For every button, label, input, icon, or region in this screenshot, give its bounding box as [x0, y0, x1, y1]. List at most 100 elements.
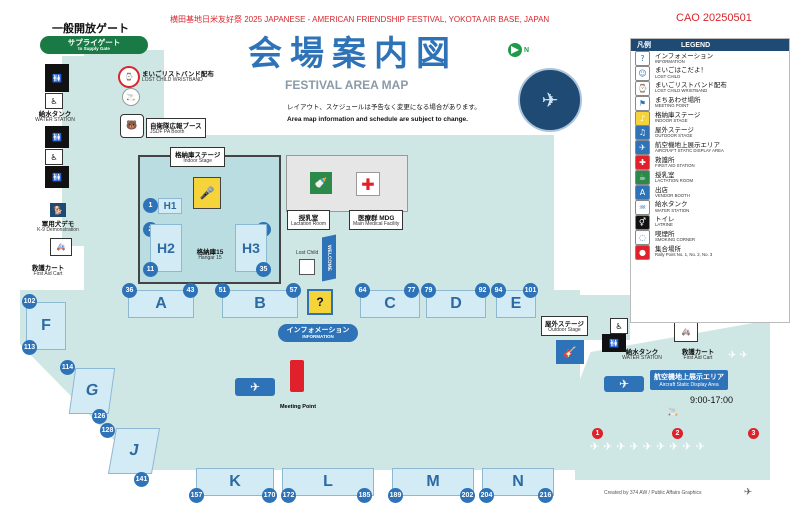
hangar-label-jp: 格納庫15: [196, 249, 224, 256]
legend-item-en: OUTDOOR STAGE: [655, 133, 693, 139]
info-icon: ?: [635, 50, 650, 66]
legend-item-en: WATER STATION: [655, 207, 690, 213]
legend-item-jp: トイレ: [655, 216, 675, 224]
north-arrow: N: [508, 42, 538, 58]
outdoor-stage-callout: 屋外ステージ Outdoor Stage: [541, 316, 588, 336]
legend-item-jp: 屋外ステージ: [655, 126, 694, 134]
booth-number: 51: [215, 283, 230, 298]
booth-number: 172: [281, 488, 296, 503]
page-title: 会場案内図: [248, 34, 458, 74]
aircraft-icon: ✈: [743, 486, 753, 498]
public-gate-label: 一般開放ゲート: [52, 22, 129, 35]
aircraft-icon: ✈✈✈✈✈✈✈✈✈: [590, 440, 709, 453]
booth-number: 216: [538, 488, 553, 503]
legend-item-jp: 授乳室: [655, 171, 675, 179]
first-aid-icon: ✚: [635, 155, 650, 171]
rally-point-2: 2: [672, 428, 683, 439]
booth-number: 11: [143, 262, 158, 277]
info-icon[interactable]: ?: [307, 289, 333, 315]
k9-demo-jp: 軍用犬デモ: [41, 221, 75, 228]
zone-a[interactable]: A: [128, 290, 194, 318]
lactation-icon: 🍼: [310, 172, 332, 194]
lactation-icon: ☕: [635, 170, 650, 186]
static-display-en: Aircraft Static Display Area: [659, 382, 719, 388]
supply-gate-button[interactable]: サプライゲート to Supply Gate: [40, 36, 148, 54]
booth-number: 202: [460, 488, 475, 503]
k9-dog-icon: 🐕: [50, 203, 66, 217]
information-jp: インフォメーション: [286, 326, 350, 334]
information-booth-button[interactable]: インフォメーション INFORMATION: [278, 324, 358, 342]
first-aid-cart-left-en: First Aid Cart: [33, 271, 63, 277]
wheelchair-icon: ♿: [610, 318, 628, 334]
booth-number: 101: [523, 283, 538, 298]
restroom-icon: 🚻: [602, 334, 626, 352]
aircraft-icon: ✈: [541, 88, 559, 112]
north-label: N: [524, 46, 530, 54]
legend-header: 凡例 LEGEND: [631, 39, 789, 51]
water-station-right-jp: 給水タンク: [625, 349, 659, 356]
wristband-icon: ⌚: [118, 66, 140, 88]
booth-number: 185: [357, 488, 372, 503]
indoor-stage-en: Indoor Stage: [183, 158, 212, 164]
water-station-left-jp: 給水タンク: [38, 111, 72, 118]
booth-number: 43: [183, 283, 198, 298]
static-display-callout: 航空機地上展示エリア Aircraft Static Display Area: [650, 370, 728, 390]
zone-h2[interactable]: H2: [150, 224, 182, 272]
water-station-right-en: WATER STATION: [622, 355, 662, 361]
notice-jp: レイアウト、スケジュールは予告なく変更になる場合があります。: [287, 103, 481, 111]
wristband-en: LOST CHILD WRISTBAND: [142, 77, 203, 83]
first-aid-cart-right-jp: 救護カート: [681, 349, 715, 356]
legend-title-jp: 凡例: [637, 42, 651, 49]
meeting-point-icon: ⚑: [635, 95, 650, 111]
water-station-left-en: WATER STATION: [35, 117, 75, 123]
booth-number: 128: [100, 423, 115, 438]
booth-number: 92: [475, 283, 490, 298]
information-en: INFORMATION: [302, 333, 334, 339]
indoor-stage-jp: 格納庫ステージ: [175, 152, 221, 159]
booth-number: 141: [134, 472, 149, 487]
legend-item: ☺まいごはこだよ！LOST CHILD: [631, 65, 789, 81]
aircraft-icon: ✈: [635, 140, 650, 156]
lost-child-icon: [299, 259, 315, 275]
zone-k[interactable]: K: [196, 468, 274, 496]
outdoor-stage-jp: 屋外ステージ: [545, 321, 584, 328]
north-arrow-icon: [508, 43, 522, 57]
zone-h3[interactable]: H3: [235, 224, 267, 272]
smoking-icon: 🚬: [122, 88, 140, 106]
vendor-icon: A: [635, 184, 650, 200]
first-aid-cart-left: 救護カート First Aid Cart: [18, 262, 78, 278]
booth-number: 94: [491, 283, 506, 298]
first-aid-cart-icon: 🚑: [50, 238, 72, 256]
zone-m[interactable]: M: [392, 468, 474, 496]
water-station-left: 給水タンク WATER STATION: [30, 108, 80, 124]
outdoor-stage-icon: 🎸: [556, 340, 584, 364]
zone-g[interactable]: G: [68, 368, 116, 414]
supply-gate-jp: サプライゲート: [67, 37, 121, 47]
jsdf-mascot-icon: 🐻: [120, 114, 144, 138]
hangar-label-en: Hangar 15: [198, 255, 222, 261]
credit-text: Created by 374 AW / Public Affairs Graph…: [604, 490, 702, 496]
lactation-jp: 授乳室: [298, 215, 319, 222]
map-subtitle: FESTIVAL AREA MAP: [285, 78, 409, 92]
aircraft-icon: ✈: [604, 376, 644, 392]
indoor-stage-icon: 🎤: [193, 177, 221, 209]
water-icon: ♒: [635, 199, 650, 215]
zone-b[interactable]: B: [222, 290, 298, 318]
rally-point-icon: ●: [635, 244, 650, 260]
jsdf-booth-en: JSDF PA Booth: [150, 129, 185, 135]
zone-j[interactable]: J: [107, 428, 161, 474]
lactation-en: Lactation Room: [291, 221, 327, 227]
wristband-jp: まいごリストバンド配布: [142, 71, 214, 78]
zone-h1[interactable]: H1: [158, 198, 182, 214]
legend-item-jp: まいごリストバンド配布: [655, 82, 727, 90]
legend-item-en: AIRCRAFT STATIC DISPLAY AREA: [655, 148, 724, 153]
legend-item-jp: 航空機地上展示エリア: [655, 141, 720, 149]
booth-number: 1: [143, 198, 158, 213]
